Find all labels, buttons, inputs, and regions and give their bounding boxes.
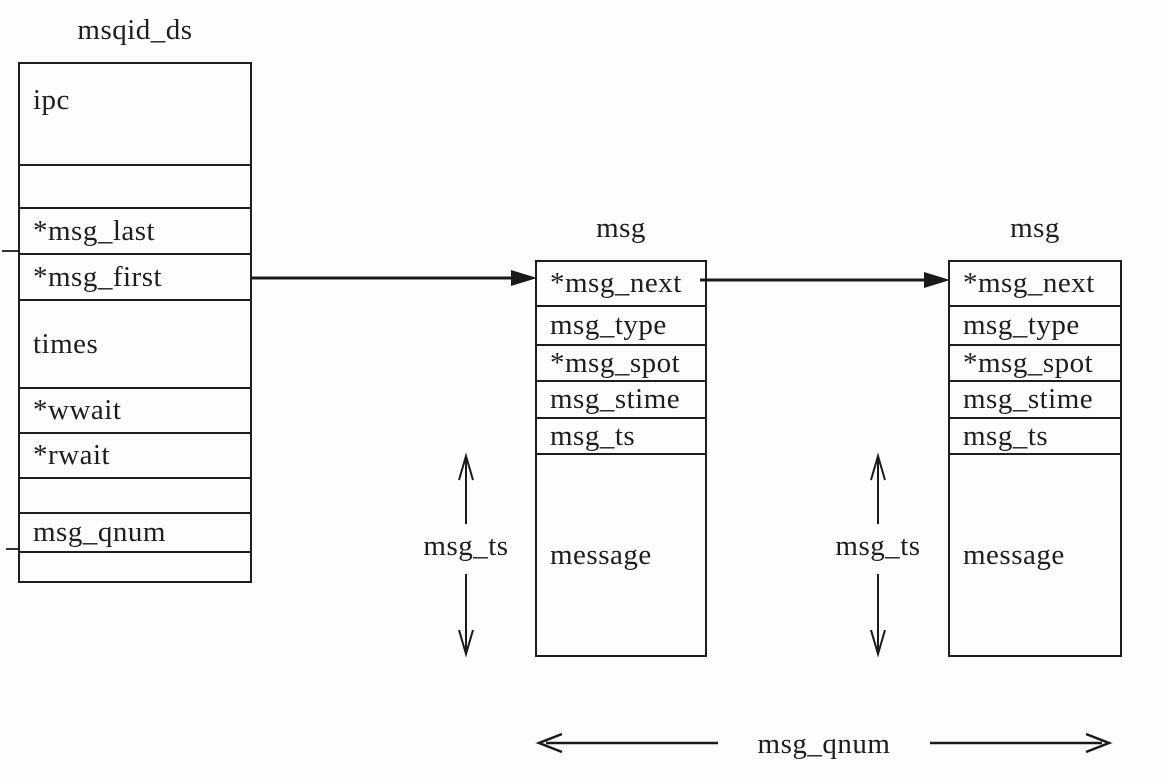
msg-node-a-box: *msg_next msg_type *msg_spot msg_stime m… xyxy=(535,260,707,657)
field-label: times xyxy=(33,327,99,360)
msg-qnum-label: msg_qnum xyxy=(757,728,891,760)
field-row-msg-spot: *msg_spot xyxy=(537,344,705,380)
field-row-msg-qnum: msg_qnum xyxy=(20,512,250,551)
field-label: *msg_last xyxy=(33,214,156,247)
field-row-msg-first: *msg_first xyxy=(20,253,250,299)
msg-node-b-title: msg xyxy=(1010,212,1060,244)
field-label: msg_ts xyxy=(963,419,1049,452)
field-label: *msg_next xyxy=(963,267,1095,299)
field-row-ipc: ipc xyxy=(20,64,250,164)
msg-node-b-box: *msg_next msg_type *msg_spot msg_stime m… xyxy=(948,260,1122,657)
field-row-msg-next: *msg_next xyxy=(537,262,705,305)
field-label: message xyxy=(963,538,1065,571)
field-row-msg-ts: msg_ts xyxy=(537,417,705,453)
field-label: *wwait xyxy=(33,394,122,426)
field-label: *msg_spot xyxy=(963,346,1094,379)
pointer-arrow-msg-next-to-node-b xyxy=(700,272,950,288)
msg-node-a-title: msg xyxy=(596,212,646,244)
field-row-msg-type: msg_type xyxy=(950,305,1120,344)
field-row-rwait: *rwait xyxy=(20,432,250,477)
field-label: *msg_first xyxy=(33,260,163,293)
field-row-message: message xyxy=(537,453,705,655)
field-row-message: message xyxy=(950,453,1120,655)
msqid-ds-box: ipc *msg_last *msg_first times *wwait *r… xyxy=(18,62,252,583)
field-label: msg_type xyxy=(550,309,667,341)
field-label: message xyxy=(550,538,652,571)
field-row-empty xyxy=(20,551,250,581)
field-row-times: times xyxy=(20,299,250,387)
field-label: msg_qnum xyxy=(33,516,166,548)
field-row-msg-type: msg_type xyxy=(537,305,705,344)
field-row-msg-last: *msg_last xyxy=(20,207,250,253)
field-row-msg-stime: msg_stime xyxy=(950,380,1120,417)
field-label: msg_type xyxy=(963,309,1080,341)
field-row-msg-next: *msg_next xyxy=(950,262,1120,305)
msg-ts-label-left: msg_ts xyxy=(423,530,509,562)
msg-ts-label-right: msg_ts xyxy=(835,530,921,562)
field-row-msg-stime: msg_stime xyxy=(537,380,705,417)
field-row-empty xyxy=(20,477,250,512)
field-label: *rwait xyxy=(33,439,111,471)
field-row-empty xyxy=(20,164,250,207)
field-label: *msg_next xyxy=(550,267,682,299)
field-row-wwait: *wwait xyxy=(20,387,250,432)
field-label: *msg_spot xyxy=(550,346,681,379)
msqid-ds-title: msqid_ds xyxy=(77,14,193,46)
field-label: ipc xyxy=(33,84,70,116)
field-label: msg_ts xyxy=(550,419,636,452)
field-row-msg-ts: msg_ts xyxy=(950,417,1120,453)
tick-mark xyxy=(2,250,18,550)
field-label: msg_stime xyxy=(550,383,681,415)
pointer-arrow-msg-first-to-node-a xyxy=(252,270,537,286)
field-label: msg_stime xyxy=(963,383,1094,415)
field-row-msg-spot: *msg_spot xyxy=(950,344,1120,380)
